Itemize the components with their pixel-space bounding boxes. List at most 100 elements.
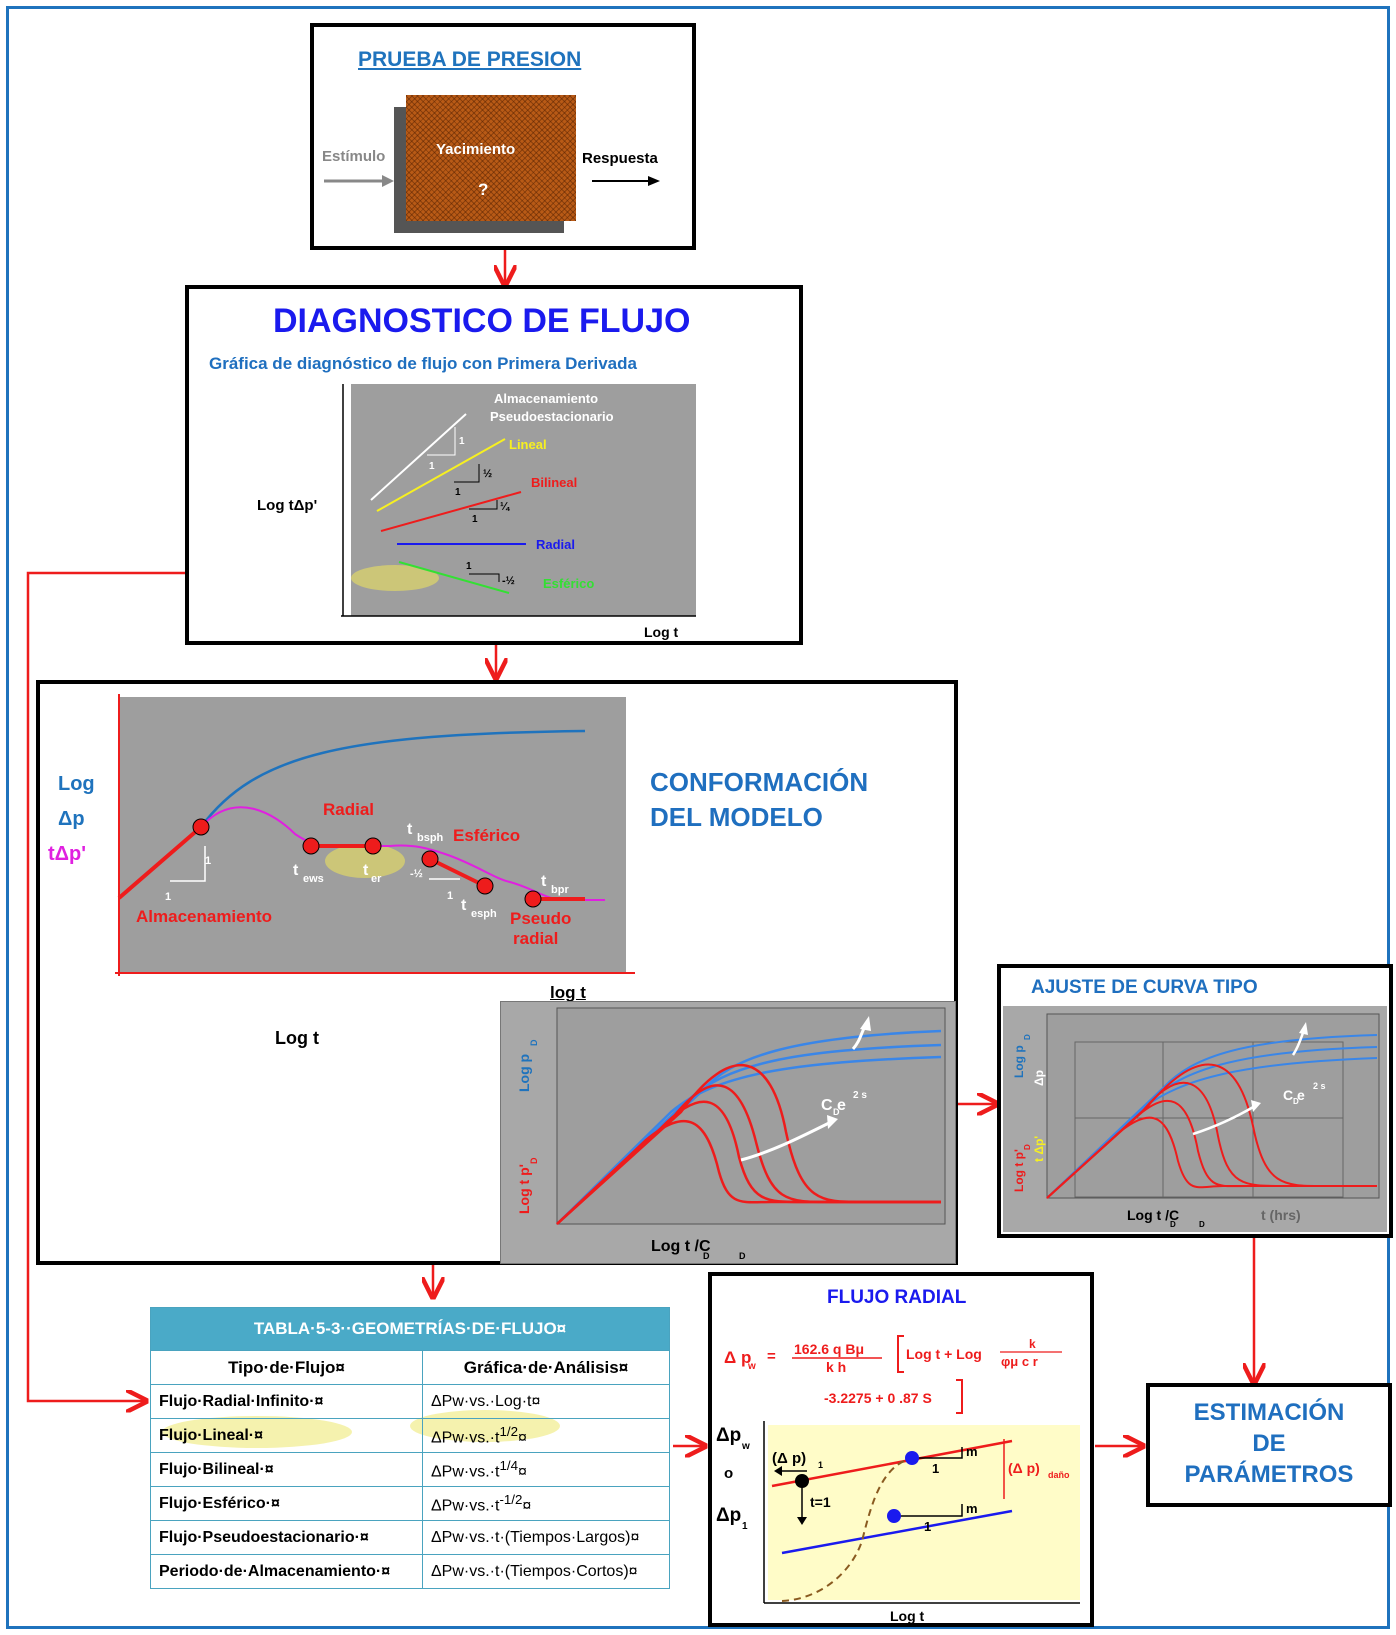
conf-xlabel-below: Log t [275,1028,319,1048]
radial-y2-sub: 1 [742,1521,748,1532]
conf-slope-neg-half: -½ [410,868,423,880]
estimulo-arrow [324,175,394,187]
tabla-title: TABLA·5-3··GEOMETRÍAS·DE·FLUJO¤ [150,1307,670,1351]
diagnostico-title: DIAGNOSTICO DE FLUJO [273,302,691,340]
diag-bilineal: Bilineal [531,475,577,490]
conf-t-esph: t [461,897,467,914]
arrow-diag-tabla [26,571,186,1401]
radial-dano: (Δ p) [1008,1460,1040,1476]
conf-slope-one-a: 1 [205,855,211,867]
diag-slope-neg-half: -½ [502,575,515,587]
tabla-cell-grafica: ΔPw·vs.·t·(Tiempos·Largos)¤ [421,1520,671,1555]
radial-equation: Δ p w = 162.6 q Bμ k h Log t + Log k φμ … [724,1335,1062,1414]
outer-frame [6,6,1390,1629]
tabla-cell-tail: ¤ [522,1497,532,1515]
diagnostico-plot: 1 1 1 ½ 1 ¼ 1 -½ Almacenamiento Pseudoes… [341,384,696,640]
tabla-cell-tipo: Flujo·Radial·Infinito·¤ [150,1384,423,1419]
radial-title: FLUJO RADIAL [827,1287,967,1308]
eq-log: Log t + Log [906,1346,982,1362]
radial-dano-sub: daño [1048,1470,1070,1480]
conf-y-tdp: tΔp' [48,843,87,865]
tabla-cell-tipo: Flujo·Pseudoestacionario·¤ [150,1520,423,1555]
estimulo-label: Estímulo [322,148,386,165]
radial-y2: Δp [716,1505,741,1526]
yacimiento-label: Yacimiento [436,141,516,158]
typecurve-ylabel-top-sub: D [529,1039,539,1046]
radial-dp1: (Δ p) [772,1450,806,1467]
typecurve-param-sub: D [833,1107,840,1117]
estimacion-line-2: DE [1252,1430,1286,1457]
tabla-cell-tipo: Periodo·de·Almacenamiento·¤ [150,1554,423,1589]
conf-title-2: DEL MODELO [650,802,823,832]
conf-bpr-sub: bpr [551,884,569,896]
prueba-box: PRUEBA DE PRESION Yacimiento ? Estímulo … [310,23,696,250]
conf-pseudo-2: radial [513,929,558,948]
estimacion-line-3: PARÁMETROS [1184,1461,1354,1488]
diagnostico-ylabel: Log tΔp' [257,497,318,514]
tabla-cell-grafica-text: ΔPw·vs.·t [430,1463,500,1481]
ajuste-ylabel-top: Log p [1012,1045,1026,1078]
eq-num: 162.6 q Bμ [794,1341,864,1357]
tabla-cell-tipo: Flujo·Lineal·¤ [150,1418,423,1453]
diag-slope-half: ½ [483,468,492,480]
diag-esferico: Esférico [543,576,594,591]
tabla-cell-grafica: ΔPw·vs.·t·(Tiempos·Cortos)¤ [421,1554,671,1589]
diag-pseudo: Pseudoestacionario [490,409,614,424]
reservoir-block: Yacimiento ? [406,95,576,221]
respuesta-arrow [592,176,660,186]
diagnostico-subtitle: Gráfica de diagnóstico de flujo con Prim… [209,354,637,373]
tabla-cell-tipo: Flujo·Bilineal·¤ [150,1452,423,1487]
conformacion-plot: 1 1 -½ 1 Radial Esférico Almacenamiento … [115,694,635,976]
ajuste-param-sub: D [1293,1097,1299,1106]
conf-t-bpr: t [541,873,547,890]
estimacion-box: ESTIMACIÓN DE PARÁMETROS [1146,1383,1392,1507]
typecurve-ylabel-bot-sub: D [529,1157,539,1164]
conf-radial: Radial [323,800,374,819]
diag-slope-quarter: ¼ [500,501,510,513]
tabla-cell-grafica: ΔPw·vs.·Log·t¤ [421,1384,671,1419]
ajuste-ylabel-dp: Δp [1032,1070,1046,1086]
radial-t1: t=1 [810,1494,831,1510]
tabla-cell-grafica: ΔPw·vs.·t1/4¤ [421,1452,671,1487]
tabla-cell-grafica-text: ΔPw·vs.·t [430,1429,500,1447]
tabla-cell-tail: ¤ [517,1429,527,1447]
eq-const: -3.2275 + 0 .87 S [824,1390,932,1406]
conf-esph-sub: esph [471,908,497,920]
conf-t-bsph: t [407,821,413,838]
typecurve-xlabel: Log t /C [651,1238,711,1255]
table-row: Flujo·Bilineal·¤ΔPw·vs.·t1/4¤ [150,1452,671,1487]
estimacion-line-1: ESTIMACIÓN [1193,1399,1345,1426]
conf-t-er: t [363,862,369,879]
table-row: Flujo·Pseudoestacionario·¤ΔPw·vs.·t·(Tie… [150,1520,671,1555]
tabla-header-tipo: Tipo·de·Flujo¤ [150,1350,423,1385]
typecurve-param: C e [821,1097,846,1114]
typecurve-x-sub2: D [739,1251,746,1261]
tabla-cell-exponent: -1/2 [499,1491,523,1507]
ajuste-title: AJUSTE DE CURVA TIPO [1031,977,1258,998]
ajuste-ylabel-bot-sub: D [1023,1144,1032,1150]
tabla-cell-grafica-text: ΔPw·vs.·Log·t¤ [430,1392,541,1410]
conf-slope-one-b: 1 [165,891,171,903]
typecurve-ylabel-top: Log p [516,1054,532,1092]
diag-slope-one-d: 1 [472,514,478,525]
diag-slope-one-c: 1 [455,487,461,498]
conf-y-dp: Δp [58,808,85,830]
radial-box: FLUJO RADIAL Δ p w = 162.6 q Bμ k h Log … [708,1272,1094,1627]
conf-slope-one-c: 1 [447,890,453,902]
tabla-geometrias: TABLA·5-3··GEOMETRÍAS·DE·FLUJO¤ Tipo·de·… [150,1307,671,1589]
conf-pseudo-1: Pseudo [510,909,571,928]
radial-y1: Δp [716,1425,741,1446]
typecurve-x-sub1: D [703,1251,710,1261]
typecurve-param-sup: 2 s [853,1090,867,1101]
radial-one-2: 1 [924,1519,931,1534]
ajuste-param: C e [1283,1087,1305,1103]
tabla-cell-grafica: ΔPw·vs.·t-1/2¤ [421,1486,671,1521]
table-row: Periodo·de·Almacenamiento·¤ΔPw·vs.·t·(Ti… [150,1554,671,1589]
ajuste-param-sup: 2 s [1313,1081,1326,1091]
conf-er-sub: er [371,873,382,885]
tabla-cell-grafica: ΔPw·vs.·t1/2¤ [421,1418,671,1453]
radial-y-o: o [724,1465,733,1482]
radial-plot: Δp w o Δp 1 (Δ p) 1 t=1 (Δ p) daño m m 1… [716,1421,1080,1624]
question-label: ? [478,180,489,199]
ajuste-ylabel-tdp: t Δp' [1032,1136,1046,1162]
